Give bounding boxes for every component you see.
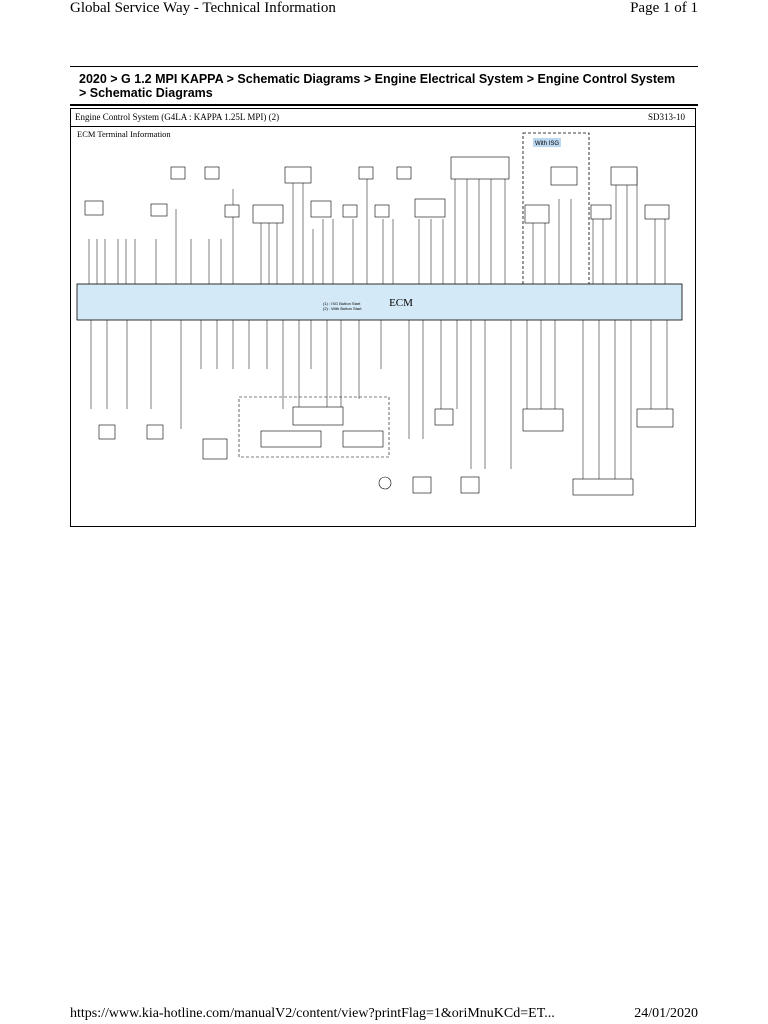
ecm-module [76,283,683,321]
schematic-frame: Engine Control System (G4LA : KAPPA 1.25… [70,108,696,527]
ecm-legend-2: (2) : With Button Start [323,306,362,311]
divider [70,66,698,67]
upper-wires [88,169,666,284]
ecm-label: ECM [389,297,413,309]
ecm-legend-1: (1) : ISG Button Start [323,301,361,306]
divider [70,104,698,106]
divider [71,126,695,127]
diagram-subtitle: ECM Terminal Information [77,129,171,139]
diagram-title: Engine Control System (G4LA : KAPPA 1.25… [75,112,280,122]
footer-date: 24/01/2020 [634,1006,698,1021]
diagram-code: SD313-10 [647,112,685,122]
footer-url[interactable]: https://www.kia-hotline.com/manualV2/con… [70,1006,555,1021]
lower-components [98,396,674,496]
wiring-schematic: With ISG ECM (1) : ISG Button Start (2) … [76,132,683,496]
upper-components [84,156,670,224]
lower-wires [90,320,668,479]
breadcrumb: 2020 > G 1.2 MPI KAPPA > Schematic Diagr… [79,72,676,100]
header-title: Global Service Way - Technical Informati… [70,0,336,16]
page-number: Page 1 of 1 [630,0,698,16]
isg-label: With ISG [535,141,559,147]
isg-badge [533,138,561,147]
